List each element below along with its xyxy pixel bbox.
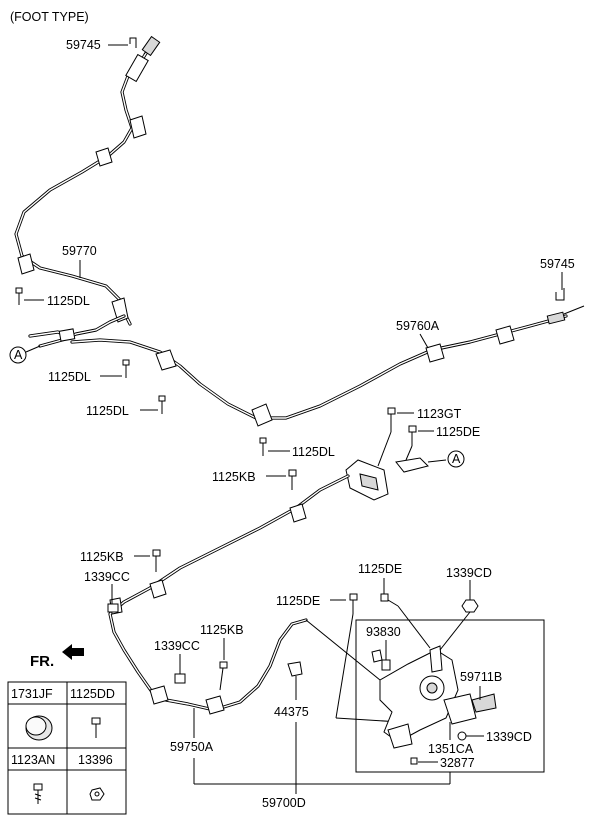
bolt-1125DE-1: 1125DE <box>405 425 480 461</box>
nut-1339CD-1: 1339CD <box>446 566 492 613</box>
nut-1339CC-2: 1339CC <box>154 639 200 684</box>
callout-1125DE-3: 1125DE <box>358 562 402 576</box>
callout-1125DL-2: 1125DL <box>48 370 91 384</box>
callout-1125DL-1: 1125DL <box>47 294 90 308</box>
bolt-1125DL-2: 1125DL <box>48 359 130 384</box>
callout-59745-top: 59745 <box>66 38 101 52</box>
bolt-icon <box>91 717 101 738</box>
ref-marker-a-left-label: A <box>14 348 23 362</box>
callout-59700D: 59700D <box>262 796 306 810</box>
callout-1125DL-3: 1125DL <box>86 404 129 418</box>
callout-1125KB-2: 1125KB <box>80 550 124 564</box>
callout-1125DE-2: 1125DE <box>276 594 320 608</box>
callout-1125DL-4: 1125DL <box>292 445 335 459</box>
plug-icon <box>25 715 53 741</box>
bolt-1125KB-3: 1125KB <box>200 623 244 691</box>
callout-1339CD-2: 1339CD <box>486 730 532 744</box>
bolt-1125KB-1: 1125KB <box>212 469 297 490</box>
clip-59745-right <box>555 288 565 301</box>
ref-marker-a-right <box>447 450 465 468</box>
callout-1125DE-1: 1125DE <box>436 425 480 439</box>
diagram-title: (FOOT TYPE) <box>10 10 89 24</box>
callout-59750A: 59750A <box>170 740 214 754</box>
nut-1339CC-1: 1339CC <box>84 570 130 613</box>
table-cell-13396: 13396 <box>78 753 113 767</box>
bolt-1125DE-3: 1125DE <box>358 562 402 607</box>
callout-1125KB-3: 1125KB <box>200 623 244 637</box>
callout-1125KB-1: 1125KB <box>212 470 256 484</box>
front-cable <box>108 474 381 715</box>
rear-cable-left <box>14 35 161 326</box>
bolt-1125DL-3: 1125DL <box>86 395 166 418</box>
part-93830: 93830 <box>366 625 401 671</box>
ref-marker-a-right-label: A <box>452 452 461 466</box>
bolt-32877: 32877 <box>410 756 475 770</box>
clip-59745-top: 59745 <box>66 37 137 52</box>
callout-93830: 93830 <box>366 625 401 639</box>
nut-1339CD-2: 1339CD <box>457 730 532 744</box>
assembly-59700D: 59700D <box>193 758 451 810</box>
front-arrow-icon <box>62 644 84 660</box>
callout-59745-right: 59745 <box>540 257 575 271</box>
callout-1339CD-1: 1339CD <box>446 566 492 580</box>
callout-1123GT: 1123GT <box>417 407 462 421</box>
callout-1351CA: 1351CA <box>428 742 474 756</box>
bolt-1125DL-4: 1125DL <box>259 437 335 459</box>
callout-1339CC-1: 1339CC <box>84 570 130 584</box>
callout-59760A: 59760A <box>396 319 440 333</box>
bolt-1125DL-1: 1125DL <box>15 287 90 308</box>
pedal-assembly <box>371 605 497 749</box>
table-cell-1125DD: 1125DD <box>70 687 115 701</box>
bolt-1123GT: 1123GT <box>377 407 462 467</box>
callout-44375: 44375 <box>274 705 309 719</box>
callout-32877: 32877 <box>440 756 475 770</box>
table-cell-1731JF: 1731JF <box>11 687 53 701</box>
table-cell-1123AN: 1123AN <box>11 753 55 767</box>
equalizer-bracket: A <box>345 450 465 501</box>
fr-label: FR. <box>30 653 54 670</box>
ref-marker-a-left <box>9 346 27 364</box>
callout-1339CC-2: 1339CC <box>154 639 200 653</box>
bolt-1125KB-2: 1125KB <box>80 549 161 572</box>
rear-cable-right <box>70 305 585 427</box>
screw-icon <box>33 783 43 804</box>
front-direction-indicator: FR. <box>30 644 84 670</box>
clip-nut-icon <box>89 787 105 801</box>
callout-59770: 59770 <box>62 244 97 258</box>
cable-left-connector: A <box>9 314 126 364</box>
parts-table: 1731JF 1125DD 1123AN 13396 <box>7 681 127 815</box>
clip-44375: 44375 <box>274 661 309 784</box>
bolt-1125DE-2: 1125DE <box>276 593 401 723</box>
callout-59711B: 59711B <box>460 670 502 684</box>
